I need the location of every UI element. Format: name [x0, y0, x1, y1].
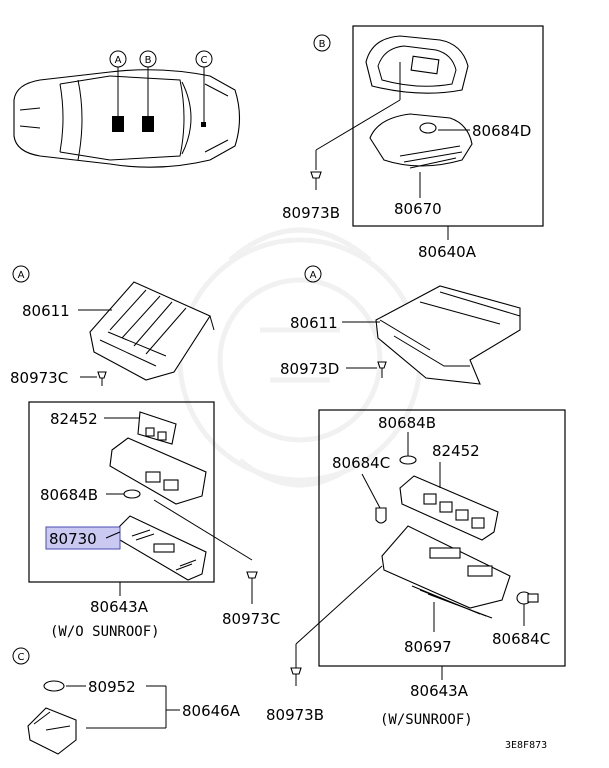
watermark-logo: [177, 227, 423, 488]
callout-a-right: A: [304, 265, 322, 283]
label-82452-left: 82452: [50, 410, 98, 428]
callout-c-section: C: [12, 647, 30, 665]
svg-text:C: C: [18, 652, 25, 663]
housing-left: [109, 437, 207, 505]
svg-text:A: A: [18, 270, 25, 281]
label-80684b-left: 80684B: [40, 486, 98, 504]
marker-c: [201, 122, 206, 127]
bracket-80611-right: [375, 285, 521, 385]
svg-text:A: A: [115, 55, 122, 66]
label-80973c-left: 80973C: [10, 369, 68, 387]
label-80640a: 80640A: [418, 243, 477, 261]
frame-wo-sunroof: [28, 401, 215, 583]
label-80973b-bottom: 80973B: [266, 706, 324, 724]
callout-c-car: C: [195, 50, 213, 68]
callout-a-car: A: [109, 50, 127, 68]
switch-82452-left: [137, 411, 177, 445]
label-80643a-right: 80643A: [410, 682, 469, 700]
label-80611-right: 80611: [290, 314, 338, 332]
callout-b-car: B: [139, 50, 157, 68]
svg-text:C: C: [201, 55, 208, 66]
bracket-80611-left: [89, 281, 215, 381]
label-80973b-top: 80973B: [282, 204, 340, 222]
bulb-80684c-lower: [516, 591, 539, 605]
housing-80697: [381, 525, 511, 619]
switch-82452-right: [399, 475, 499, 541]
label-82452-right: 82452: [432, 442, 480, 460]
bulb-80684c-upper: [375, 507, 387, 524]
callout-a-left: A: [12, 265, 30, 283]
marker-a: [112, 116, 124, 132]
label-80684c-upper: 80684C: [332, 454, 390, 472]
label-80643a-left: 80643A: [90, 598, 149, 616]
lamp-bezel-b: [365, 35, 469, 94]
car-top-view: [13, 69, 241, 168]
label-80611-left: 80611: [22, 302, 70, 320]
label-80684b-right: 80684B: [378, 414, 436, 432]
svg-text:B: B: [319, 39, 326, 50]
diagram-code: 3E8F873: [505, 740, 547, 751]
highlight-80730[interactable]: [45, 526, 121, 550]
svg-text:A: A: [310, 270, 317, 281]
bulb-80684b-right: [399, 455, 417, 465]
note-w-sunroof: (W/SUNROOF): [380, 712, 473, 728]
screw-80973d: [377, 361, 387, 378]
label-80646a: 80646A: [182, 702, 241, 720]
lens-80730: [117, 515, 207, 581]
label-80952: 80952: [88, 678, 136, 696]
screw-80973c-mid: [246, 571, 258, 590]
label-80730[interactable]: 80730: [49, 530, 97, 548]
bulb-80952: [43, 680, 65, 692]
callout-b-section: B: [313, 34, 331, 52]
svg-text:B: B: [145, 55, 152, 66]
screw-80973b-top: [310, 171, 322, 190]
lamp-lens-80670: [369, 113, 473, 169]
screw-80973b-bottom: [290, 667, 302, 686]
marker-b: [142, 116, 154, 132]
bulb-80684b-left: [123, 489, 141, 499]
label-80684d: 80684D: [472, 122, 531, 140]
label-80697: 80697: [404, 638, 452, 656]
label-80973c-mid: 80973C: [222, 610, 280, 628]
label-80684c-lower: 80684C: [492, 630, 550, 648]
screw-80973c-left: [97, 371, 107, 386]
lamp-80646a: [27, 707, 77, 755]
label-80670: 80670: [394, 200, 442, 218]
note-wo-sunroof: (W/O SUNROOF): [50, 624, 160, 640]
label-80973d: 80973D: [280, 360, 339, 378]
